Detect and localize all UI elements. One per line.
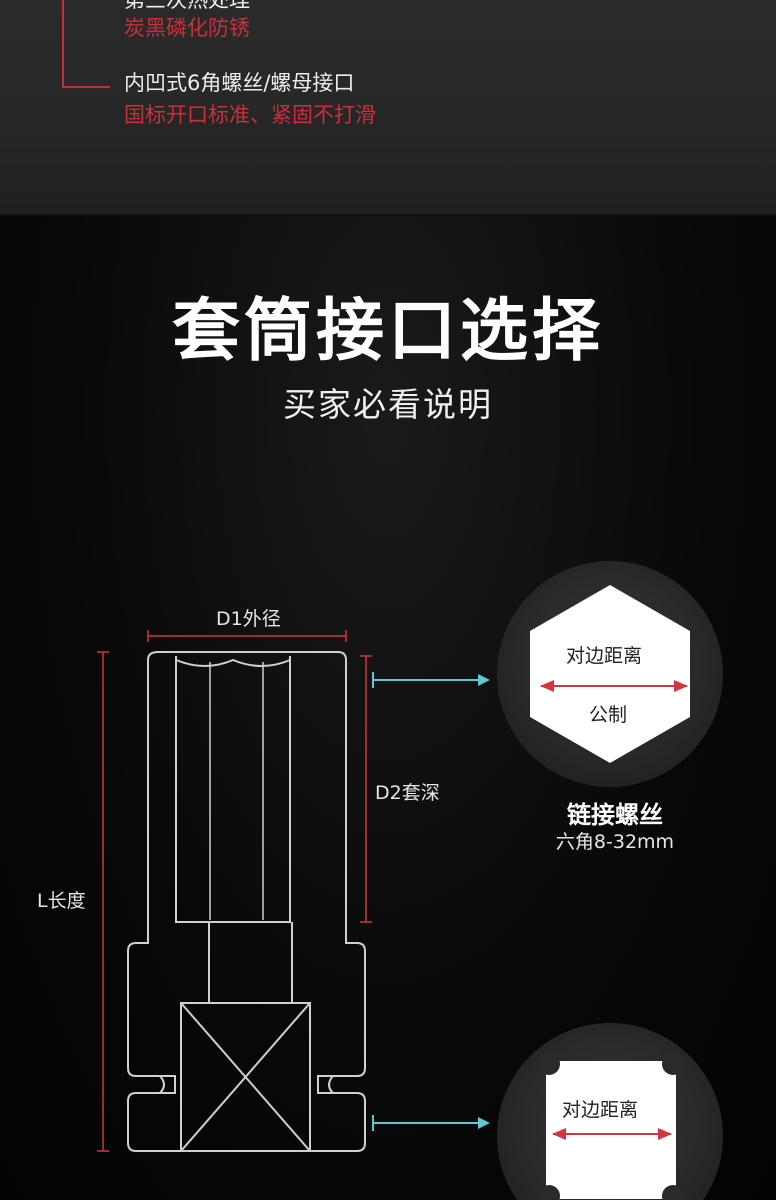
hex-across-flats-label: 对边距离 xyxy=(566,645,643,667)
hex-connection-size: 六角8-32mm xyxy=(555,831,675,853)
square-drive-circle xyxy=(497,1023,723,1200)
section-divider xyxy=(0,214,776,216)
socket-outline xyxy=(127,651,366,1152)
spec-partial-title: 第三次热处理 xyxy=(124,0,250,12)
callout-line-horizontal xyxy=(62,86,110,88)
l-label: L长度 xyxy=(37,890,86,912)
d2-label: D2套深 xyxy=(375,782,440,804)
spec-panel: 第三次热处理 炭黑磷化防锈 内凹式6角螺丝/螺母接口 国标开口标准、紧固不打滑 xyxy=(0,0,776,214)
spec-partial-subtitle: 炭黑磷化防锈 xyxy=(124,16,250,40)
hex-connection-title: 链接螺丝 xyxy=(567,801,663,829)
page-subtitle: 买家必看说明 xyxy=(283,385,493,424)
page-title: 套筒接口选择 xyxy=(171,292,604,371)
spec-title: 内凹式6角螺丝/螺母接口 xyxy=(124,71,355,95)
pointer-arrow-square xyxy=(372,1115,490,1131)
hex-socket-circle xyxy=(497,561,723,787)
spec-subtitle: 国标开口标准、紧固不打滑 xyxy=(124,103,376,127)
pointer-arrow-hex xyxy=(372,672,490,688)
hex-metric-label: 公制 xyxy=(589,704,628,726)
square-across-flats-label: 对边距离 xyxy=(562,1099,639,1121)
d1-label: D1外径 xyxy=(216,608,281,630)
callout-line-vertical xyxy=(62,0,64,88)
